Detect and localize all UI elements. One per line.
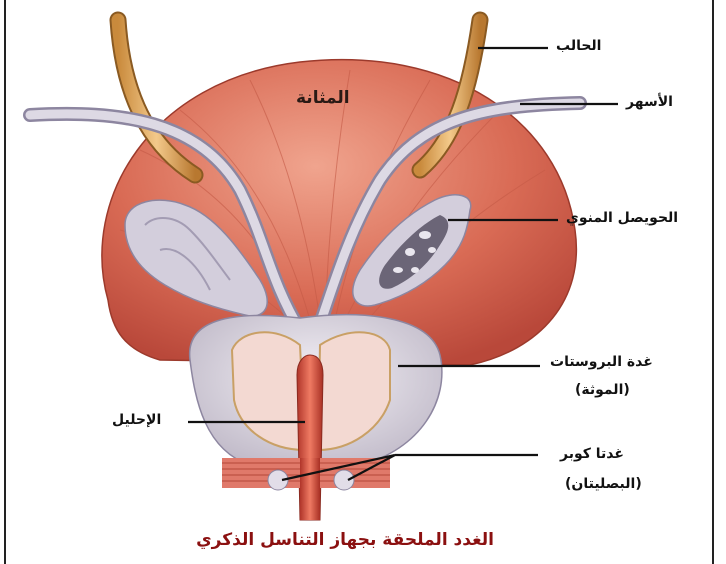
cowper-label-line1: غدتا كوبر (560, 444, 624, 465)
vas-deferens-label: الأسهر (626, 92, 673, 113)
figure-caption: الغدد الملحقة بجهاز التناسل الذكري (0, 530, 690, 550)
seminal-vesicle-label: الحويصل المنوي (566, 208, 678, 229)
ureter-label: الحالب (556, 36, 601, 57)
cowper-label-line2: (البصليتان) (565, 474, 642, 495)
prostate-label-line1: غدة البروستات (550, 352, 653, 373)
urethra-label: الإحليل (112, 410, 161, 431)
bladder-label: المثانة (296, 86, 350, 112)
prostate-label-line2: (الموثة) (575, 380, 630, 401)
diaphragm-band (222, 458, 390, 520)
